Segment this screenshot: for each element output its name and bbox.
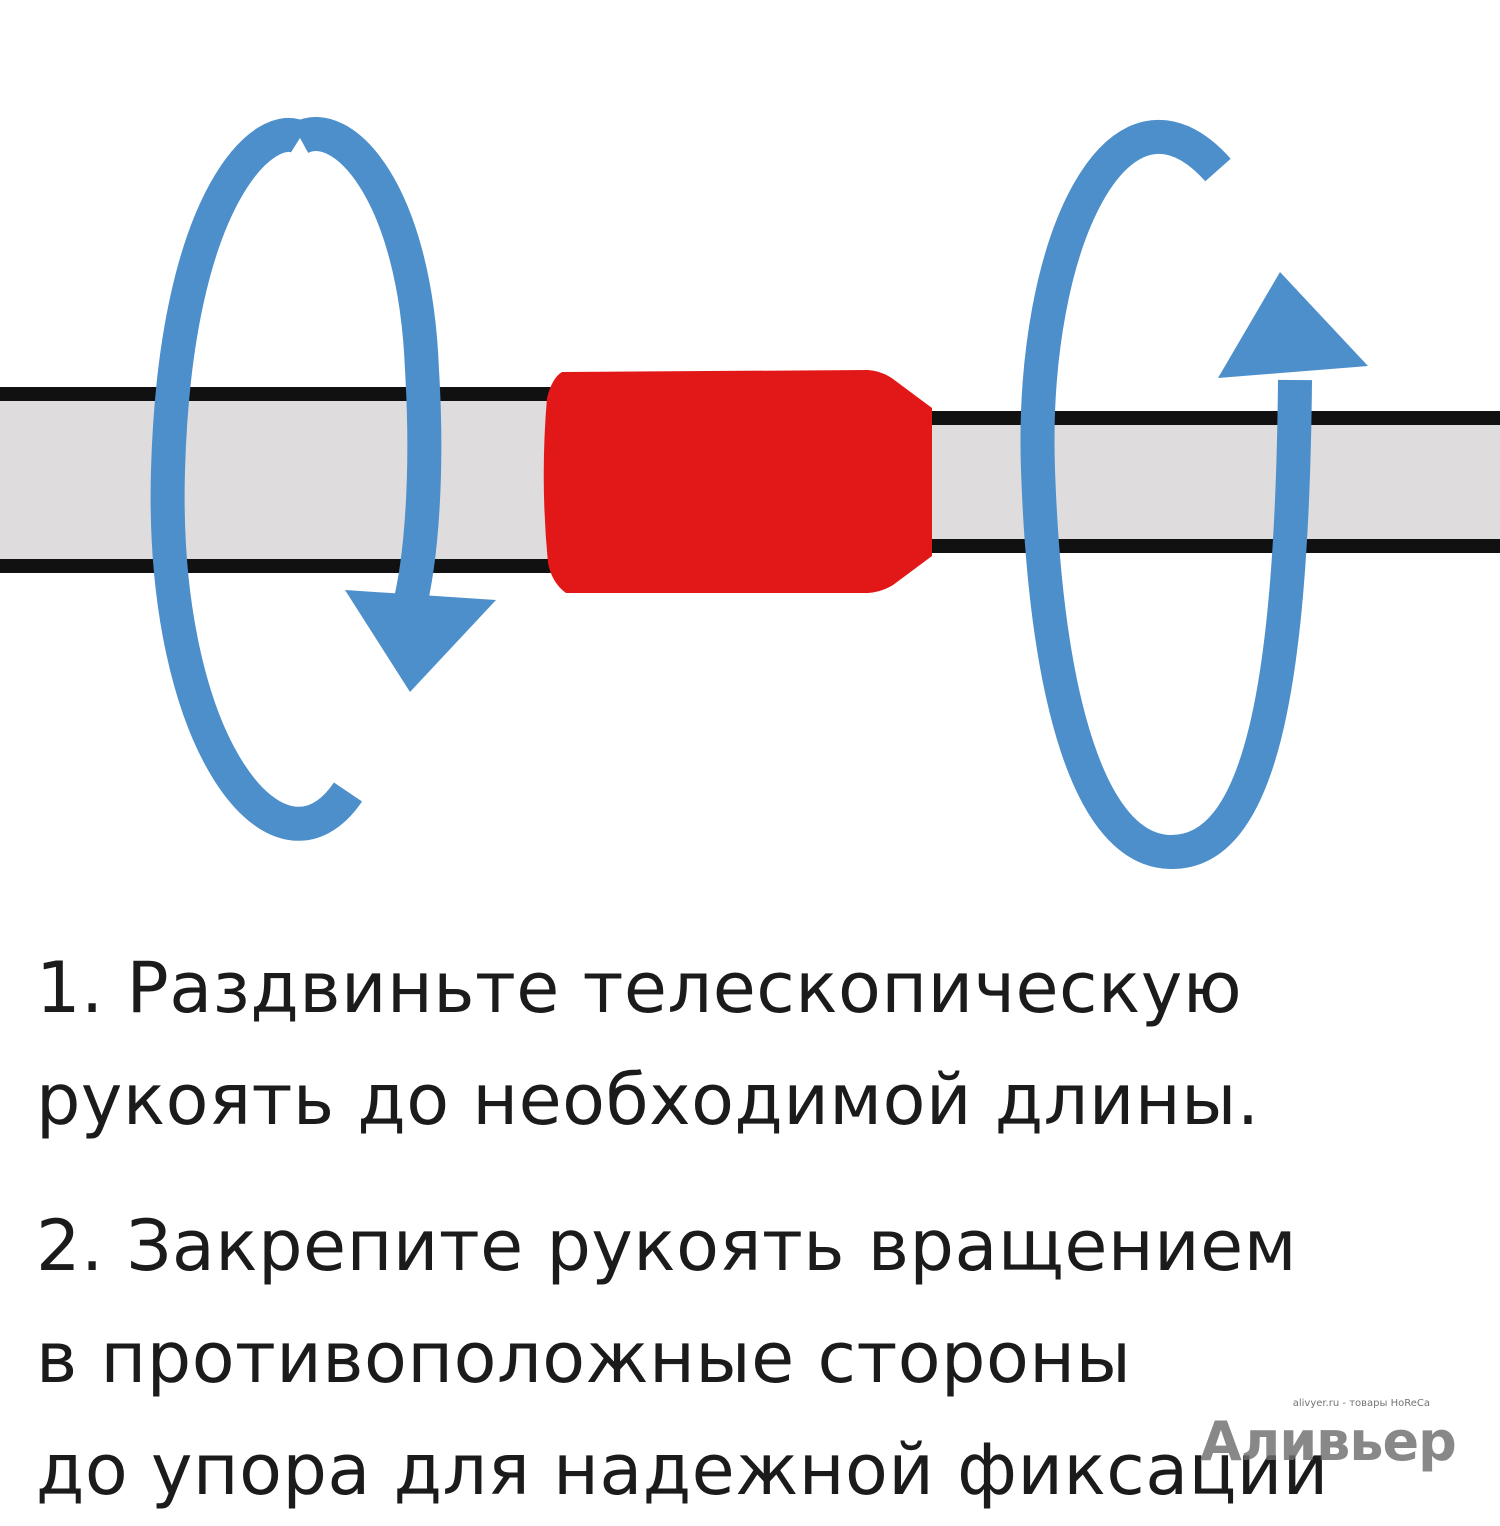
step-2-line-1: 2. Закрепите рукоять вращением: [36, 1205, 1298, 1287]
step-1-line-1: 1. Раздвиньте телескопическую: [36, 947, 1243, 1029]
left-arrow-back: [150, 117, 363, 841]
red-clamp-coupling: [543, 370, 932, 593]
watermark-caption: alivyer.ru - товары HoReCa: [1292, 1398, 1430, 1409]
watermark-brand: Аливьер: [1200, 1410, 1457, 1473]
step-2-line-3: до упора для надежной фиксации: [36, 1429, 1329, 1511]
rotate-clockwise-arrow-icon: [291, 117, 496, 692]
right-tube: [925, 411, 1500, 553]
right-arrow-back: [1020, 119, 1312, 870]
instruction-step-1: 1. Раздвиньте телескопическую рукоять до…: [36, 932, 1260, 1156]
rotate-counterclockwise-arrow-icon: [1218, 272, 1368, 378]
left-tube: [0, 387, 560, 573]
watermark-logo: alivyer.ru - товары HoReCa Аливьер: [1200, 1398, 1457, 1478]
telescopic-handle-diagram: [0, 117, 1500, 870]
step-2-line-2: в противоположные стороны: [36, 1317, 1132, 1399]
instruction-step-2: 2. Закрепите рукоять вращением в противо…: [36, 1190, 1329, 1526]
step-1-line-2: рукоять до необходимой длины.: [36, 1059, 1260, 1141]
